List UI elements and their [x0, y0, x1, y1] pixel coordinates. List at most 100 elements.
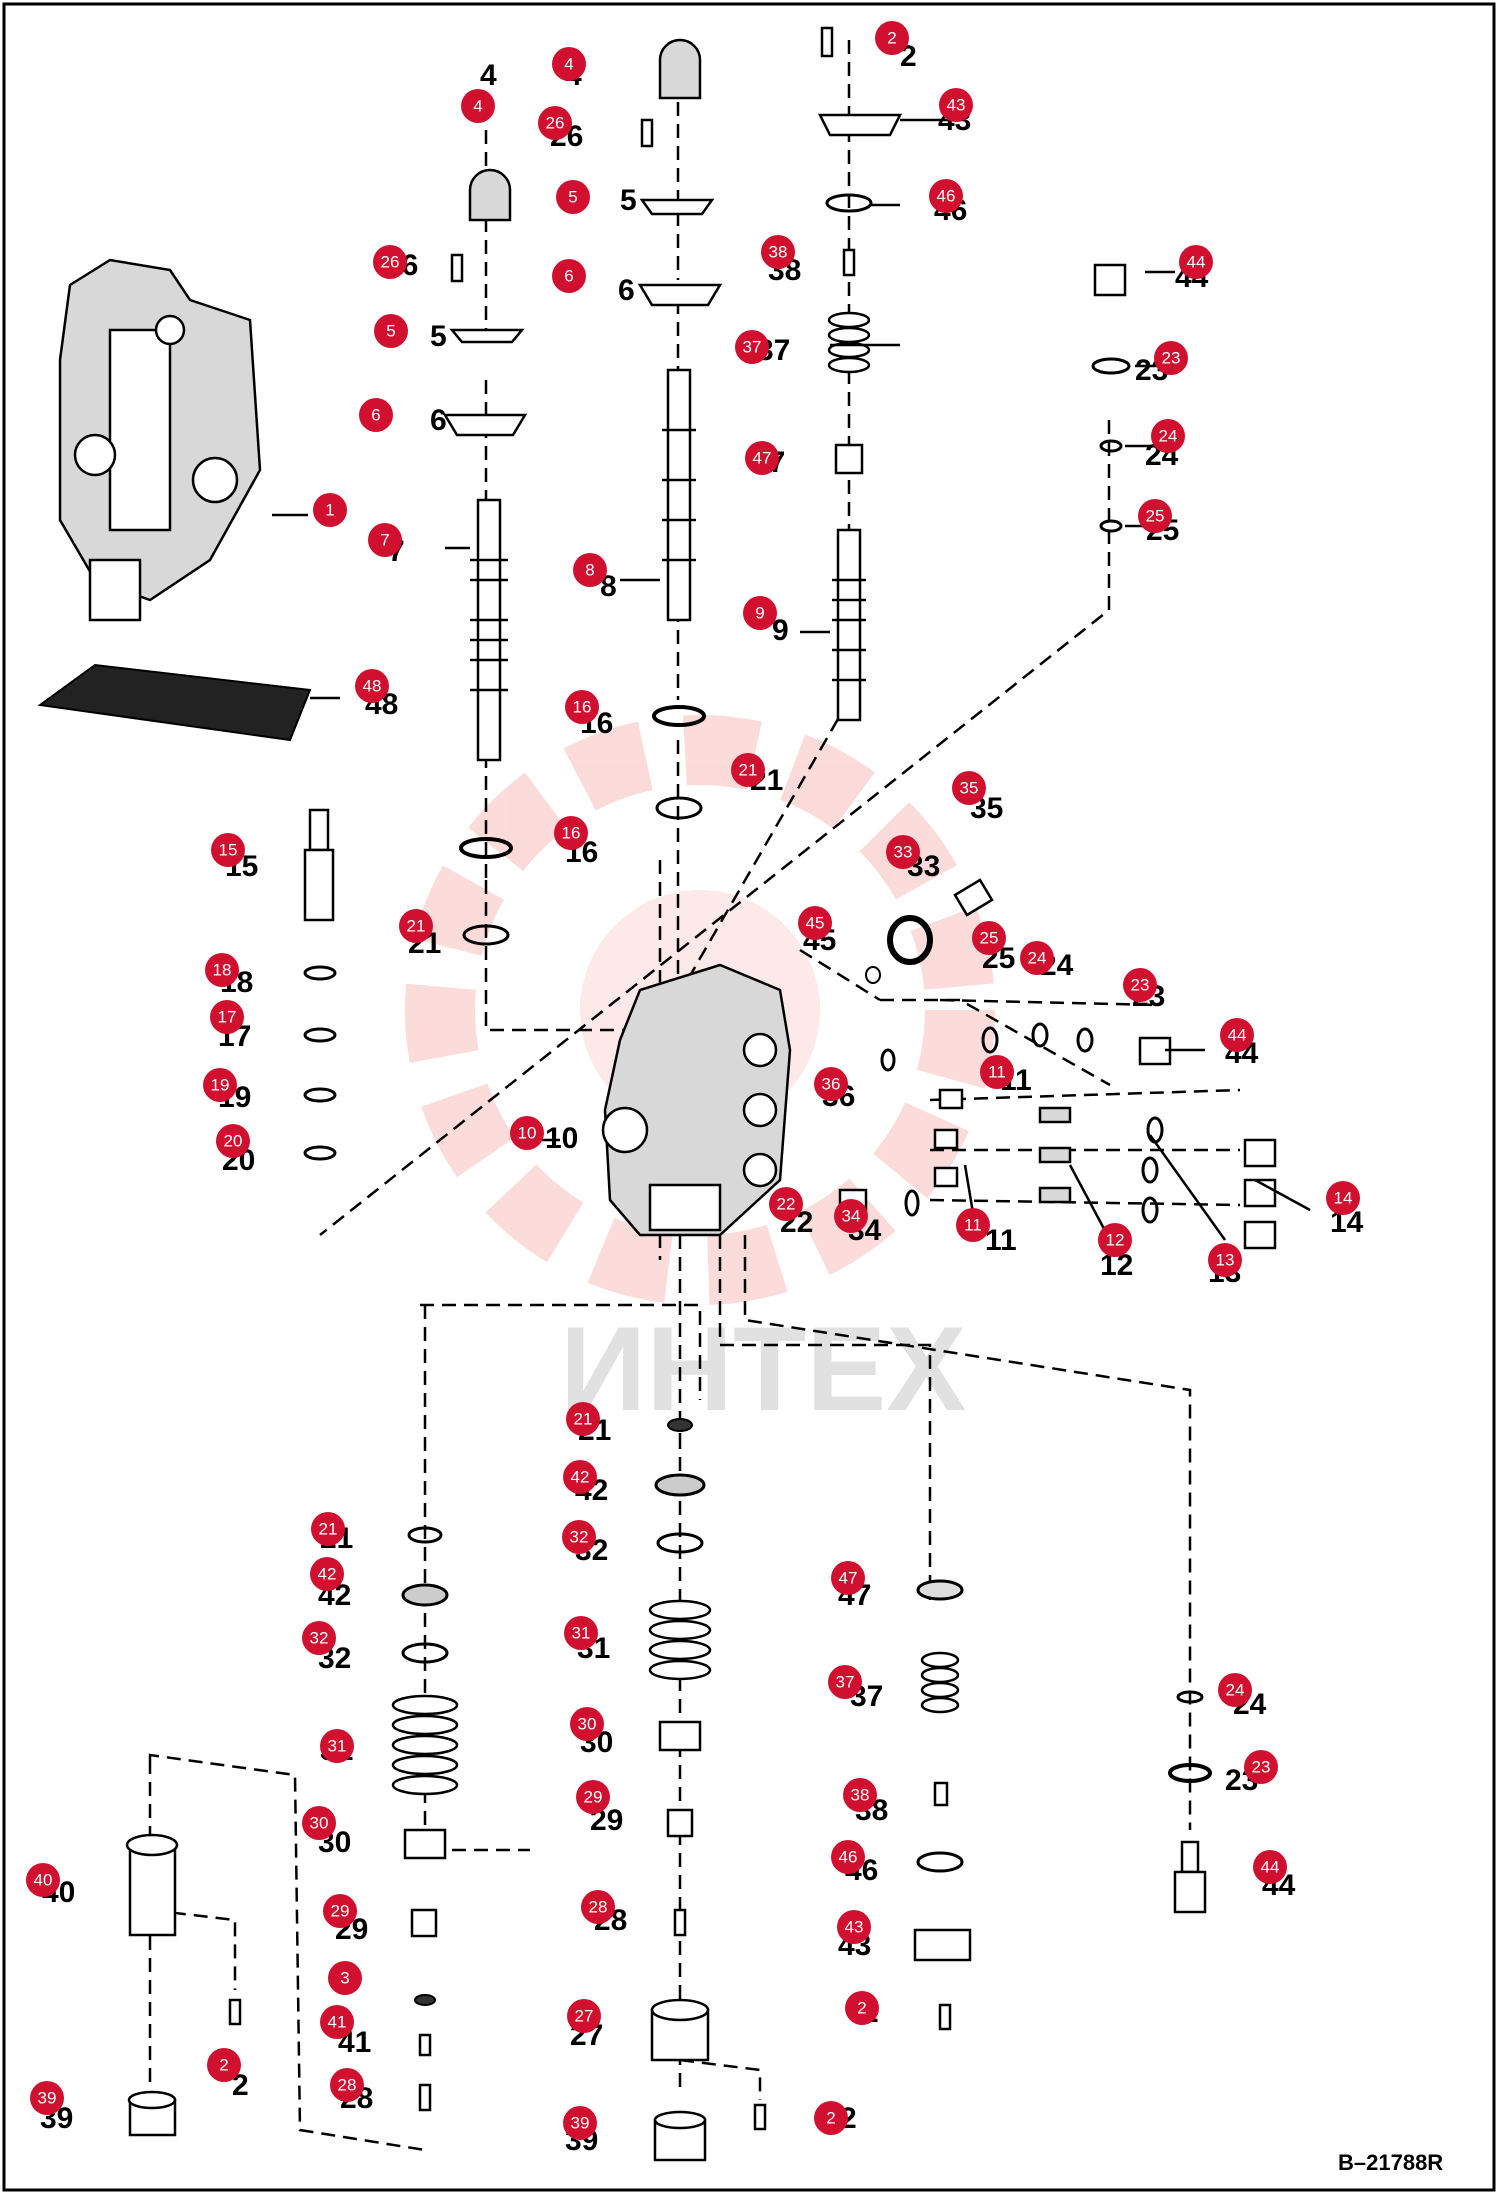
callout-circle [565, 690, 599, 724]
stem-29-a [410, 1908, 438, 1938]
callout-circle [843, 1778, 877, 1812]
callout-label: 6 [564, 267, 573, 286]
callout-bubble: 47 [831, 1561, 865, 1595]
callout-label: 6 [371, 406, 380, 425]
watermark-gear-ring [405, 715, 995, 1305]
seal-21-c [407, 1526, 443, 1544]
callout-circle [581, 1890, 615, 1924]
stem-29-b [666, 1808, 694, 1838]
oring-18 [303, 965, 337, 981]
spring-38-top [842, 248, 856, 277]
callout-label: 32 [310, 1629, 329, 1648]
cover-43-b [913, 1928, 972, 1962]
callout-circle [1220, 1018, 1254, 1052]
valve-assembly-1 [58, 258, 262, 622]
relief-valve-15 [303, 808, 335, 922]
callout-label: 48 [363, 677, 382, 696]
spring-37-top [827, 311, 871, 374]
callout-label: 34 [842, 1207, 861, 1226]
callout-circle [814, 2101, 848, 2135]
callout-label: 24 [1226, 1681, 1245, 1700]
callout-label: 39 [571, 2114, 590, 2133]
screw-2-left [228, 1998, 242, 2026]
callout-label: 43 [947, 96, 966, 115]
callout-bubble: 27 [567, 1999, 601, 2033]
oring-17 [303, 1027, 337, 1043]
callout-circle [972, 921, 1006, 955]
plug-44-top [1093, 263, 1127, 297]
spring-31-a [391, 1694, 459, 1796]
screw-28-b [673, 1908, 687, 1937]
callout-circle [1098, 1223, 1132, 1257]
part-number-label: 6 [618, 274, 635, 307]
seal-32-b [656, 1532, 704, 1554]
cup-39-a [127, 2090, 177, 2137]
callout-circle [373, 245, 407, 279]
callout-circle [769, 1187, 803, 1221]
oring-19 [303, 1087, 337, 1103]
callout-bubble: 5 [556, 180, 590, 214]
callout-circle [886, 835, 920, 869]
cap-4-b [658, 38, 702, 100]
callout-bubble: 26 [538, 106, 572, 140]
seal-33 [887, 915, 933, 965]
plug-44-c [1173, 1840, 1207, 1914]
seal-3 [414, 1994, 436, 2006]
callout-circle [30, 2081, 64, 2115]
callout-bubble: 2 [207, 2048, 241, 2082]
callout-label: 2 [857, 1999, 866, 2018]
callout-circle [1179, 245, 1213, 279]
callout-bubble: 7 [368, 523, 402, 557]
callout-circle [205, 953, 239, 987]
callout-circle [359, 398, 393, 432]
callout-bubble: 37 [735, 330, 769, 364]
callout-bubble: 3 [328, 1961, 362, 1995]
callout-bubble: 26 [373, 245, 407, 279]
callout-label: 42 [571, 1468, 590, 1487]
callout-circle [1151, 419, 1185, 453]
callout-label: 47 [753, 449, 772, 468]
callout-circle [834, 1199, 868, 1233]
callout-bubble: 36 [814, 1067, 848, 1101]
callout-bubble: 44 [1179, 245, 1213, 279]
callout-circle [1218, 1673, 1252, 1707]
callout-bubble: 10 [510, 1116, 544, 1150]
callout-bubble: 28 [581, 1890, 615, 1924]
callout-circle [929, 179, 963, 213]
part-number-label: 11 [985, 1224, 1017, 1257]
callout-label: 44 [1228, 1026, 1247, 1045]
callout-circle [1253, 1850, 1287, 1884]
callout-label: 44 [1187, 253, 1206, 272]
callout-label: 21 [407, 917, 426, 936]
callout-label: 23 [1162, 349, 1181, 368]
callout-circle [939, 88, 973, 122]
spring-38-b [933, 1781, 949, 1807]
callout-bubbles: 1222234455667891011111213141516161718192… [26, 21, 1360, 2140]
callout-bubble: 30 [570, 1707, 604, 1741]
callout-circle [211, 833, 245, 867]
seal-16-b [652, 705, 706, 727]
spool-7 [470, 498, 508, 762]
callout-bubble: 24 [1020, 941, 1054, 975]
spring-37-b [920, 1651, 960, 1714]
callout-label: 26 [381, 253, 400, 272]
callout-bubble: 24 [1151, 419, 1185, 453]
callout-bubble: 43 [939, 88, 973, 122]
callout-bubble: 43 [837, 1910, 871, 1944]
oring-23-c [1168, 1763, 1212, 1783]
callout-circle [328, 1961, 362, 1995]
part-number-label: 5 [430, 320, 447, 353]
callout-circle [875, 21, 909, 55]
callout-circle [311, 1512, 345, 1546]
callout-bubble: 28 [330, 2068, 364, 2102]
callout-circle [554, 816, 588, 850]
oring-20 [303, 1145, 337, 1161]
callout-bubble: 21 [566, 1402, 600, 1436]
washer-42-b [654, 1473, 706, 1497]
oring-34 [904, 1189, 920, 1217]
callout-bubble: 32 [562, 1520, 596, 1554]
seal-32-a [401, 1642, 449, 1664]
callout-circle [368, 523, 402, 557]
callout-bubble: 23 [1244, 1750, 1278, 1784]
callout-bubble: 4 [552, 47, 586, 81]
